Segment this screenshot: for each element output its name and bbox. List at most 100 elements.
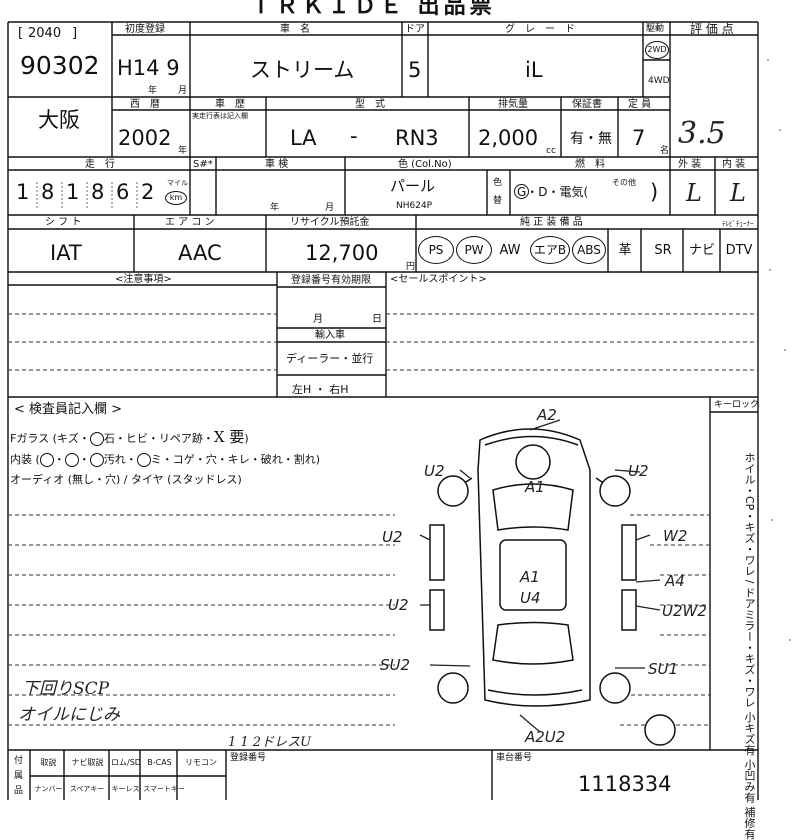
inspector-line2-a: 内装 ( bbox=[10, 453, 40, 466]
grade-value: iL bbox=[525, 58, 543, 82]
doors-value: 5 bbox=[408, 58, 422, 82]
fuzoku-char-1: 付 bbox=[14, 756, 24, 766]
damage-mark: U4 bbox=[520, 589, 541, 607]
import-value: ディーラー・並行 bbox=[286, 352, 374, 365]
aircon-value: AAC bbox=[178, 241, 222, 265]
inspector-line1-b: 石・ヒビ・リペア跡・ bbox=[103, 432, 214, 445]
damage-mark: W2 bbox=[663, 527, 687, 545]
mileage-digit: 6 bbox=[116, 180, 130, 204]
damage-mark: U2W2 bbox=[662, 602, 707, 620]
fuzoku-char-3: 品 bbox=[14, 786, 24, 796]
color-label: 色 (Col.No) bbox=[398, 159, 452, 170]
year-nen: 年 bbox=[178, 146, 188, 156]
color-value: パール bbox=[390, 177, 436, 195]
fuel-label: 燃 料 bbox=[575, 159, 605, 170]
interior-label: 内 装 bbox=[722, 159, 746, 170]
color-code: NH624P bbox=[396, 201, 433, 211]
model-label: 型 式 bbox=[355, 99, 385, 110]
accessory-item: ロム/SD bbox=[111, 758, 141, 767]
mileage-label: 走 行 bbox=[85, 159, 115, 170]
mileage-unit-km: km bbox=[165, 191, 187, 205]
sales-point-label: <セールスポイント> bbox=[390, 274, 487, 285]
shift-label: シ フ ト bbox=[45, 217, 82, 228]
handwritten-line3: 1 1 2ドレスU bbox=[228, 735, 312, 750]
import-label: 輸入車 bbox=[315, 330, 345, 341]
car-name-label: 車 名 bbox=[280, 24, 310, 35]
exterior-value: L bbox=[686, 179, 702, 207]
mileage-digit: 8 bbox=[41, 180, 55, 204]
sheet-grid bbox=[7, 21, 791, 800]
equipment-tuner: ﾃﾚﾋﾞﾁｭｰﾅｰ bbox=[722, 220, 754, 228]
inspector-circle-mark bbox=[64, 453, 79, 467]
recycle-value: 12,700 bbox=[305, 241, 379, 265]
drive-4wd: 4WD bbox=[648, 76, 670, 86]
inspector-line1-a: Fガラス (キズ・ bbox=[10, 432, 90, 445]
equipment-item: DTV bbox=[725, 243, 753, 258]
chassis-value: 1118334 bbox=[578, 772, 672, 796]
registration-month: 月 bbox=[313, 314, 323, 325]
inspector-line2-c: ・ bbox=[78, 453, 90, 466]
damage-mark: A2 bbox=[536, 406, 557, 424]
capacity-label: 定 員 bbox=[628, 99, 652, 110]
equipment-item: PS bbox=[418, 236, 454, 264]
mileage-digit: 1 bbox=[66, 180, 80, 204]
registration-label: 登録番号有効期限 bbox=[291, 275, 371, 286]
damage-mark: A2U2 bbox=[524, 728, 565, 746]
doors-label: ドア bbox=[405, 24, 425, 35]
inspector-line3: オーディオ (無し・穴) / タイヤ (スタッドレス) bbox=[10, 473, 242, 486]
sash-label: S#* bbox=[193, 159, 213, 170]
first-reg-nen: 年 bbox=[148, 86, 158, 96]
equipment-item: PW bbox=[456, 236, 492, 264]
damage-mark: A1 bbox=[524, 478, 545, 496]
equipment-item: エアB bbox=[530, 236, 570, 264]
equipment-item: AW bbox=[499, 243, 521, 258]
warranty-label: 保証書 bbox=[572, 99, 602, 110]
inspector-circle-mark bbox=[89, 432, 104, 446]
score-label: 評 価 点 bbox=[690, 22, 734, 36]
damage-mark: U2 bbox=[382, 528, 403, 546]
mileage-dividers bbox=[36, 182, 138, 208]
notes-label: <注意事項> bbox=[115, 274, 172, 285]
year-value: 2002 bbox=[118, 126, 172, 150]
chassis-label: 車台番号 bbox=[496, 753, 533, 763]
mileage-unit-mile: マイル bbox=[167, 179, 188, 187]
registration-day: 日 bbox=[372, 314, 382, 325]
shaken-label: 車 検 bbox=[265, 159, 289, 170]
accessory-item: ナンバー bbox=[34, 785, 63, 793]
fuel-close: ) bbox=[650, 180, 659, 204]
accessory-item: 取説 bbox=[40, 758, 57, 767]
equipment-item: ABS bbox=[572, 236, 606, 264]
score-value: 3.5 bbox=[678, 116, 726, 151]
displacement-unit: cc bbox=[546, 146, 556, 156]
model-code: RN3 bbox=[395, 126, 439, 150]
damage-mark: SU2 bbox=[380, 656, 410, 674]
accessory-item: リモコン bbox=[185, 758, 217, 767]
capacity-unit: 名 bbox=[660, 146, 670, 156]
inspector-line1-x: X 要 bbox=[213, 428, 245, 446]
damage-mark: U2 bbox=[628, 462, 649, 480]
fuel-other: その他 bbox=[612, 178, 636, 187]
grade-label: グ レ ー ド bbox=[505, 24, 575, 35]
lot-label-open: [ bbox=[18, 26, 24, 41]
lot-label: 2040 bbox=[28, 26, 62, 41]
inspector-line2-b: ・ bbox=[53, 453, 65, 466]
drive-2wd: 2WD bbox=[645, 41, 669, 59]
car-diagram: A2 A1 U2 U2 U2 W2 A1 U4 A4 U2 U2W2 SU2 S… bbox=[380, 406, 707, 746]
inspector-line2: 内装 (・・汚れ・ミ・コゲ・穴・キレ・破れ・割れ) bbox=[10, 451, 320, 467]
fuel-value: G・D・電気( bbox=[517, 185, 589, 199]
sha-reki-sub: 実走行表は記入欄 bbox=[192, 112, 248, 120]
accessory-item: キーレス bbox=[111, 785, 140, 793]
first-reg-value: H14 9 bbox=[117, 56, 180, 80]
equipment-item: ナビ bbox=[688, 243, 715, 258]
import-handle: 左H ・ 右H bbox=[292, 383, 349, 396]
accessory-item: スマートキー bbox=[143, 785, 185, 793]
inspector-line1-c: ) bbox=[244, 432, 249, 445]
model-dash: - bbox=[350, 124, 358, 148]
drive-label: 駆動 bbox=[646, 24, 665, 34]
warranty-value: 有・無 bbox=[570, 131, 612, 147]
fuel-gas-circle bbox=[514, 184, 529, 199]
inspector-line1: Fガラス (キズ・石・ヒビ・リペア跡・X 要) bbox=[10, 426, 249, 447]
accessory-item: B-CAS bbox=[147, 758, 172, 767]
displacement-label: 排気量 bbox=[498, 99, 528, 110]
aircon-label: エ ア コ ン bbox=[165, 217, 215, 228]
